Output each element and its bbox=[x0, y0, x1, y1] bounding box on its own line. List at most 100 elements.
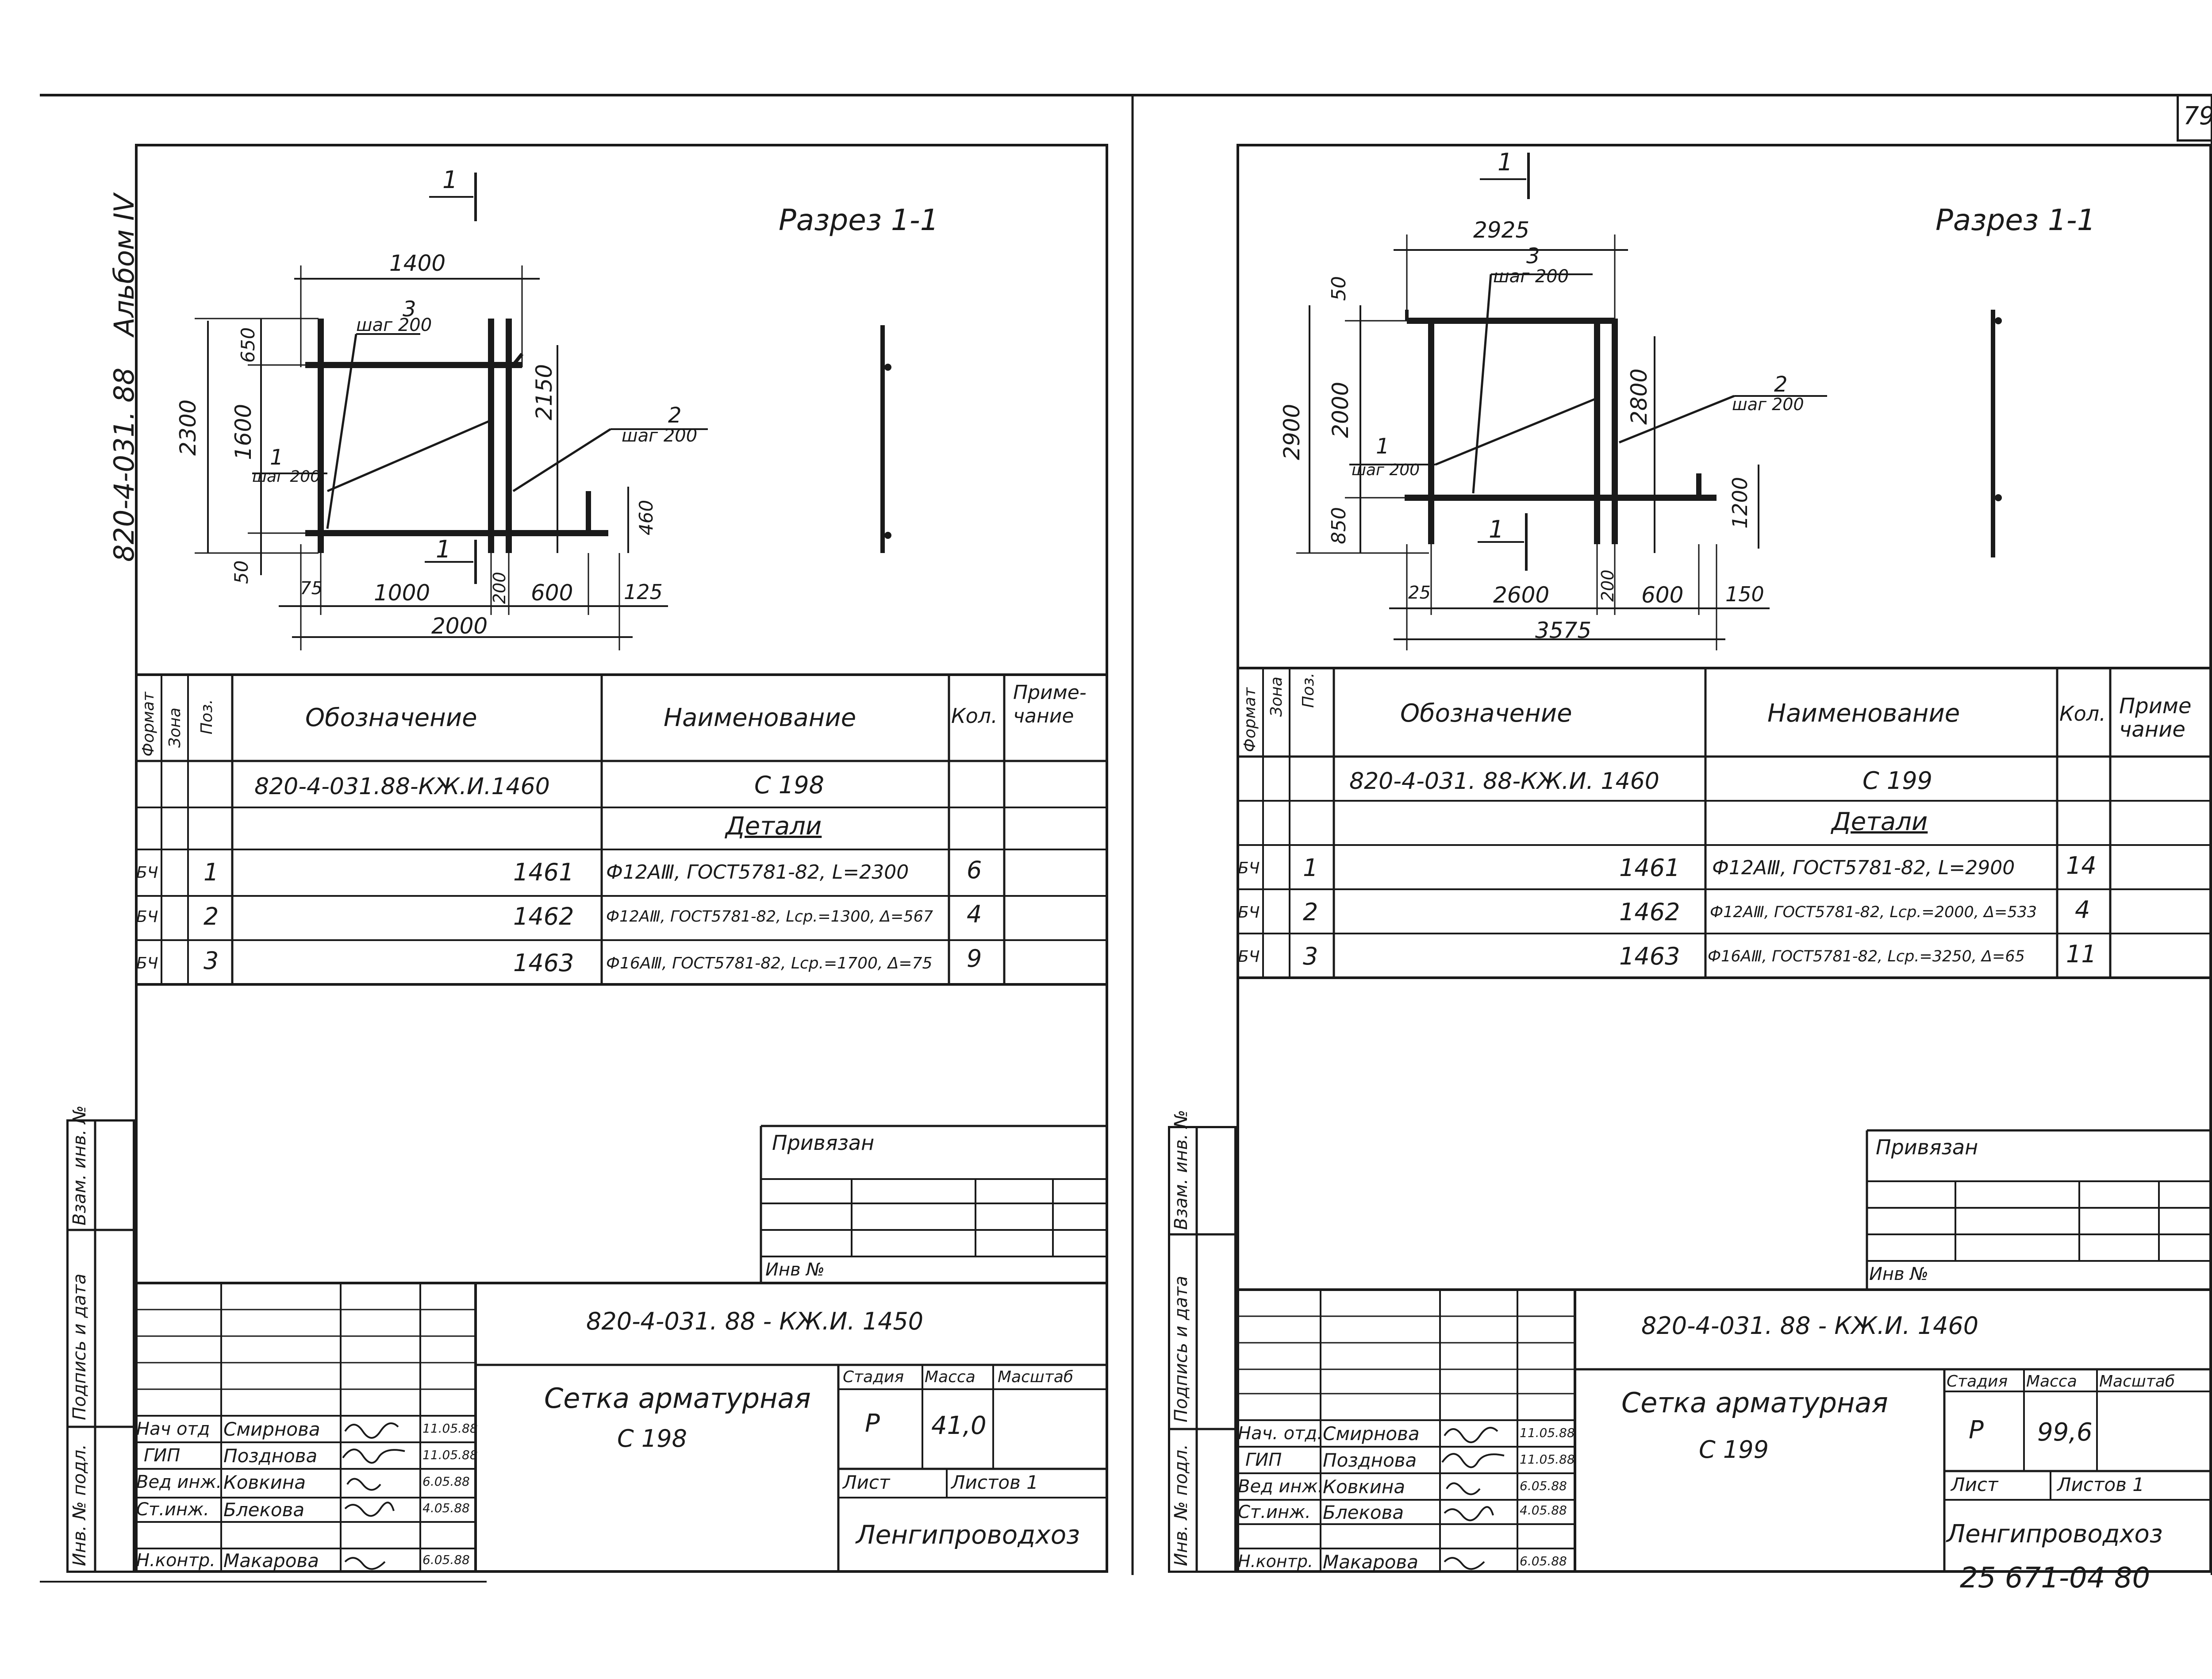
right-row-3-code: 1463 bbox=[1619, 942, 1680, 970]
left-staff-2-role: ГИП bbox=[144, 1445, 180, 1466]
right-row-2-pos: 2 bbox=[1303, 898, 1318, 926]
left-hdr-primechanie: Приме- чание bbox=[1013, 681, 1087, 727]
left-row-2-format: БЧ bbox=[136, 908, 158, 926]
left-row-3-name: Ф16АⅢ, ГОСТ5781-82, Lср.=1700, Δ=75 bbox=[606, 954, 933, 972]
left-dim-bot-600: 600 bbox=[531, 580, 573, 606]
left-row-2-pos: 2 bbox=[204, 903, 219, 930]
right-row-1-name: Ф12АⅢ, ГОСТ5781-82, L=2900 bbox=[1712, 857, 2015, 879]
right-staff-4-date: 4.05.88 bbox=[1520, 1503, 1567, 1518]
left-side-strip-lines bbox=[66, 1119, 135, 1573]
right-tb-title-line1: Сетка арматурная bbox=[1621, 1387, 1888, 1419]
left-staff-1-role: Нач отд bbox=[136, 1419, 210, 1439]
right-staff-5-date: 6.05.88 bbox=[1520, 1554, 1567, 1568]
right-row-2-format: БЧ bbox=[1238, 903, 1260, 922]
right-staff-4-name: Блекова bbox=[1323, 1502, 1404, 1523]
left-row-1-name: Ф12АⅢ, ГОСТ5781-82, L=2300 bbox=[606, 861, 909, 884]
left-hdr-naimenovanie: Наименование bbox=[664, 703, 856, 732]
left-tb-massa: 41,0 bbox=[931, 1411, 987, 1440]
left-inv-no: Инв № bbox=[765, 1260, 825, 1280]
left-row-3-pos: 3 bbox=[204, 947, 219, 975]
left-leader-1-step: шаг 200 bbox=[252, 468, 321, 486]
left-staff-4-role: Ст.инж. bbox=[136, 1499, 209, 1520]
left-row-1-format: БЧ bbox=[136, 864, 158, 882]
left-tb-title-line2: С 198 bbox=[617, 1425, 687, 1452]
right-hdr-oboznachenie: Обозначение bbox=[1400, 699, 1572, 728]
right-staff-5-role: Н.контр. bbox=[1238, 1552, 1313, 1571]
left-tb-masshtab-label: Масштаб bbox=[998, 1368, 1074, 1386]
right-leader-1-step: шаг 200 bbox=[1352, 461, 1420, 479]
left-tb-list-label: Лист bbox=[843, 1472, 890, 1493]
right-spec-doc-code: 820-4-031. 88-КЖ.И. 1460 bbox=[1349, 768, 1659, 795]
right-tb-list-label: Лист bbox=[1951, 1474, 1998, 1495]
right-row-1-format: БЧ bbox=[1238, 859, 1260, 877]
right-section-title: Разрез 1-1 bbox=[1936, 203, 2096, 237]
left-spec-doc-name: С 198 bbox=[754, 771, 824, 799]
left-section-title: Разрез 1-1 bbox=[779, 203, 939, 237]
right-dim-width-top: 2925 bbox=[1473, 217, 1530, 243]
left-dim-bot-total: 2000 bbox=[431, 613, 488, 639]
right-row-3-format: БЧ bbox=[1238, 948, 1260, 966]
left-row-3-code: 1463 bbox=[513, 949, 574, 977]
left-section-mark-top: 1 bbox=[442, 166, 458, 194]
left-tb-stadiya: Р bbox=[865, 1409, 880, 1438]
left-row-3-format: БЧ bbox=[136, 954, 158, 972]
right-leader-2-step: шаг 200 bbox=[1732, 395, 1804, 414]
right-dim-bot-2600: 2600 bbox=[1493, 582, 1550, 608]
left-leader-3-pos: 3 bbox=[403, 297, 416, 322]
right-leader-2-pos: 2 bbox=[1774, 372, 1788, 397]
left-row-2-qty: 4 bbox=[967, 900, 982, 928]
left-staff-1-name: Смирнова bbox=[223, 1418, 320, 1440]
left-spec-details: Детали bbox=[726, 812, 822, 841]
left-dim-bot-125: 125 bbox=[624, 580, 663, 604]
page-number: 79 bbox=[2183, 102, 2212, 131]
left-signatures bbox=[342, 1422, 405, 1570]
right-tb-title-line2: С 199 bbox=[1699, 1436, 1769, 1464]
right-staff-2-date: 11.05.88 bbox=[1520, 1452, 1575, 1467]
left-staff-5-name: Макарова bbox=[223, 1550, 319, 1571]
right-tb-massa: 99,6 bbox=[2037, 1418, 2093, 1447]
left-staff-5-role: Н.контр. bbox=[136, 1550, 215, 1571]
left-row-1-qty: 6 bbox=[967, 856, 982, 884]
left-staff-2-name: Позднова bbox=[223, 1445, 318, 1467]
left-row-2-name: Ф12АⅢ, ГОСТ5781-82, Lср.=1300, Δ=567 bbox=[606, 908, 933, 926]
left-tb-doc-code: 820-4-031. 88 - КЖ.И. 1450 bbox=[586, 1307, 924, 1335]
right-row-2-qty: 4 bbox=[2075, 896, 2090, 924]
right-row-3-pos: 3 bbox=[1303, 942, 1318, 970]
left-privyazan: Привязан bbox=[772, 1131, 875, 1155]
left-leader-2-step: шаг 200 bbox=[622, 426, 698, 446]
right-leader-3-pos: 3 bbox=[1526, 244, 1540, 269]
right-staff-1-name: Смирнова bbox=[1323, 1423, 1420, 1445]
right-dim-bot-total: 3575 bbox=[1535, 618, 1592, 643]
left-dim-bot-1000: 1000 bbox=[374, 580, 430, 606]
left-row-2-code: 1462 bbox=[513, 903, 574, 930]
left-leader-3-step: шаг 200 bbox=[356, 315, 432, 335]
right-spec-details: Детали bbox=[1832, 807, 1928, 836]
right-staff-1-date: 11.05.88 bbox=[1520, 1425, 1575, 1440]
left-dim-bot-75: 75 bbox=[300, 578, 323, 599]
right-section-mark-top: 1 bbox=[1498, 148, 1513, 176]
left-staff-3-name: Ковкина bbox=[223, 1472, 306, 1493]
right-staff-2-role: ГИП bbox=[1245, 1450, 1282, 1470]
right-dim-bot-150: 150 bbox=[1725, 582, 1764, 606]
right-inv-no: Инв № bbox=[1869, 1264, 1928, 1284]
right-leader-3-step: шаг 200 bbox=[1493, 266, 1569, 287]
right-hdr-kol: Кол. bbox=[2059, 702, 2106, 726]
left-spec-doc-code: 820-4-031.88-КЖ.И.1460 bbox=[254, 773, 550, 800]
right-staff-2-name: Позднова bbox=[1323, 1449, 1417, 1471]
left-staff-1-date: 11.05.88 bbox=[422, 1421, 478, 1436]
left-hdr-kol: Кол. bbox=[951, 704, 998, 728]
left-tb-listov-label: Листов 1 bbox=[951, 1472, 1038, 1493]
left-leader-1-pos: 1 bbox=[270, 445, 284, 470]
right-row-3-name: Ф16АⅢ, ГОСТ5781-82, Lср.=3250, Δ=65 bbox=[1708, 948, 2025, 965]
right-tb-listov-label: Листов 1 bbox=[2057, 1474, 2144, 1495]
left-row-3-qty: 9 bbox=[967, 945, 982, 972]
right-tb-masshtab-label: Масштаб bbox=[2099, 1372, 2175, 1391]
right-row-2-code: 1462 bbox=[1619, 898, 1680, 926]
right-staff-4-role: Ст.инж. bbox=[1238, 1502, 1311, 1522]
right-row-3-qty: 11 bbox=[2066, 940, 2097, 968]
page-number-box bbox=[2177, 95, 2212, 142]
right-leader-1-pos: 1 bbox=[1376, 434, 1390, 459]
left-main-frame bbox=[135, 144, 1108, 1573]
